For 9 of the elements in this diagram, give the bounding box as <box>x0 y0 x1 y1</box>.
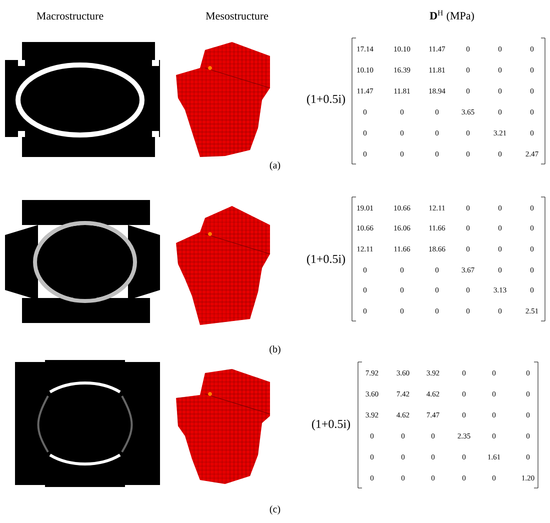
panel-label: (c) <box>270 505 280 515</box>
panel-label: (a) <box>270 161 280 171</box>
column-heading: Macrostructure <box>36 12 104 20</box>
panel-label: (b) <box>270 345 280 355</box>
coefficient: (1+0.5i) <box>306 94 346 106</box>
coefficient: (1+0.5i) <box>312 420 350 430</box>
column-heading: Mesostructure <box>206 12 268 20</box>
column-heading: D$^{H}$ (MPa) <box>430 10 474 22</box>
coefficient: (1+0.5i) <box>306 254 346 266</box>
